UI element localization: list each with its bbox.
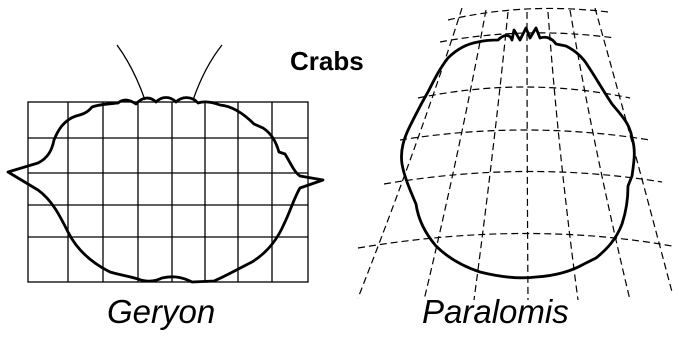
geryon-left-antenna: [117, 45, 145, 100]
paralomis-grid: [358, 8, 672, 300]
figure-title: Crabs: [290, 46, 364, 77]
paralomis-grid-arc: [448, 8, 608, 20]
paralomis-grid-arc: [384, 171, 662, 184]
geryon-label: Geryon: [107, 293, 215, 331]
paralomis-label: Paralomis: [422, 293, 569, 331]
paralomis-diagram: [358, 8, 672, 300]
paralomis-grid-arc: [400, 130, 650, 140]
geryon-diagram: [8, 45, 323, 282]
geryon-right-antenna: [193, 45, 222, 100]
paralomis-carapace-outline: [401, 28, 634, 278]
geryon-carapace-outline: [8, 98, 323, 283]
paralomis-grid-arc: [358, 233, 672, 248]
paralomis-grid-ray: [474, 12, 508, 300]
paralomis-grid-arc: [418, 87, 630, 98]
paralomis-grid-ray: [548, 12, 578, 300]
paralomis-grid-ray: [527, 12, 528, 300]
